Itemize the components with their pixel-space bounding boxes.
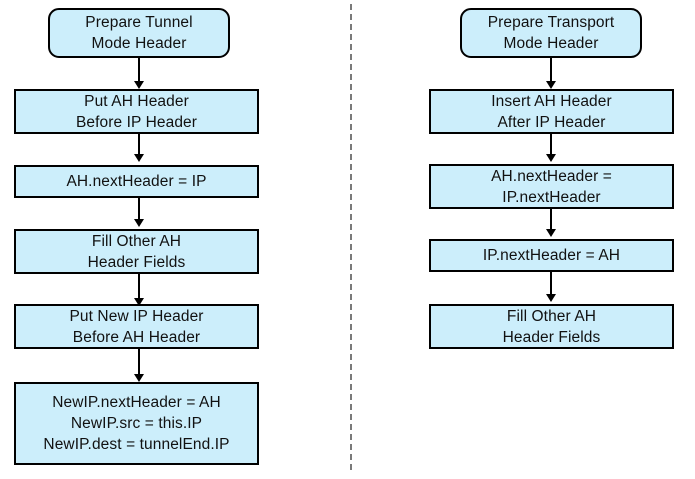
node-text-line: IP.nextHeader [502, 188, 601, 206]
arrowhead-tunnel-4-5 [134, 374, 144, 382]
node-text-line: Prepare Tunnel [85, 14, 193, 31]
node-text-line: IP.nextHeader = AH [482, 247, 621, 264]
node-text-line: Put AH Header [84, 92, 189, 110]
node-text-line: Mode Header [91, 35, 187, 52]
node-text-line: AH.nextHeader = [491, 167, 612, 185]
node-tunnel-step-1[interactable]: Put AH Header Before IP Header [14, 89, 259, 134]
arrowhead-transport-2-3 [546, 229, 556, 237]
node-text-line: Prepare Transport [487, 14, 615, 31]
node-transport-step-1[interactable]: Insert AH Header After IP Header [429, 89, 674, 134]
node-text-line: NewIP.nextHeader = AH [52, 394, 221, 411]
node-text-line: Mode Header [503, 35, 599, 52]
node-text-line: Fill Other AH [506, 307, 597, 325]
node-text-line: Fill Other AH [91, 232, 182, 250]
column-divider [350, 4, 352, 470]
node-text-line: NewIP.dest = tunnelEnd.IP [43, 436, 230, 453]
node-tunnel-step-2[interactable]: AH.nextHeader = IP [14, 165, 259, 198]
node-text-line: NewIP.src = this.IP [70, 415, 203, 432]
node-text-line: Put New IP Header [69, 307, 204, 325]
arrowhead-transport-3-4 [546, 294, 556, 302]
arrowhead-tunnel-1-2 [134, 154, 144, 162]
connector-transport-3-4 [550, 272, 552, 296]
node-tunnel-step-3[interactable]: Fill Other AH Header Fields [14, 229, 259, 274]
node-text-line: After IP Header [497, 113, 606, 131]
arrowhead-tunnel-3-4 [134, 298, 144, 306]
node-text-line: Header Fields [502, 328, 601, 346]
connector-transport-2-3 [550, 209, 552, 231]
arrowhead-tunnel-2-3 [134, 219, 144, 227]
node-text-line: Header Fields [87, 253, 186, 271]
connector-tunnel-2-3 [138, 198, 140, 221]
arrowhead-transport-0-1 [546, 81, 556, 89]
node-tunnel-step-5[interactable]: NewIP.nextHeader = AH NewIP.src = this.I… [14, 382, 259, 465]
node-text-line: Before AH Header [72, 328, 201, 346]
connector-transport-1-2 [550, 134, 552, 156]
node-text-line: AH.nextHeader = IP [66, 173, 207, 190]
arrowhead-tunnel-0-1 [134, 81, 144, 89]
node-tunnel-start[interactable]: Prepare Tunnel Mode Header [48, 8, 230, 58]
connector-tunnel-4-5 [138, 349, 140, 376]
node-transport-step-3[interactable]: IP.nextHeader = AH [429, 239, 674, 272]
node-tunnel-step-4[interactable]: Put New IP Header Before AH Header [14, 304, 259, 349]
node-transport-start[interactable]: Prepare Transport Mode Header [460, 8, 642, 58]
node-text-line: Insert AH Header [491, 92, 612, 110]
connector-tunnel-1-2 [138, 134, 140, 156]
connector-tunnel-3-4 [138, 274, 140, 300]
node-text-line: Before IP Header [75, 113, 198, 131]
node-transport-step-4[interactable]: Fill Other AH Header Fields [429, 304, 674, 349]
connector-tunnel-0-1 [138, 58, 140, 83]
connector-transport-0-1 [550, 58, 552, 83]
arrowhead-transport-1-2 [546, 154, 556, 162]
node-transport-step-2[interactable]: AH.nextHeader = IP.nextHeader [429, 164, 674, 209]
